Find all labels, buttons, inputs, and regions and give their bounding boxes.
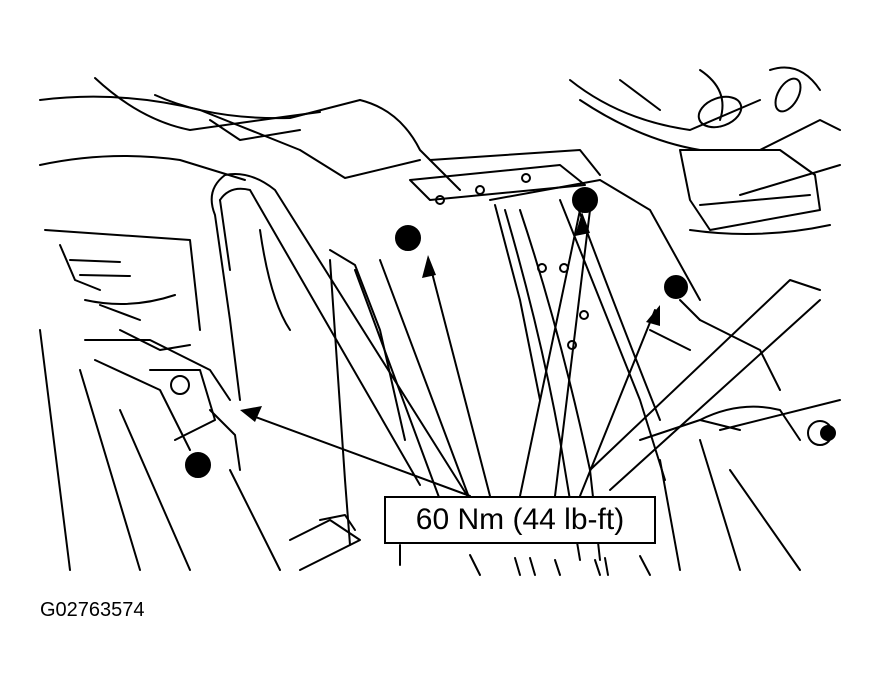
bolt-left xyxy=(186,453,210,477)
arrowhead-center xyxy=(422,255,436,278)
upper-frame-members xyxy=(40,68,840,235)
arrowhead-left xyxy=(240,406,262,422)
figure-id-label: G02763574 xyxy=(40,599,145,621)
torque-callout-label: 60 Nm (44 lb-ft) xyxy=(384,496,656,544)
left-mounting-bracket xyxy=(40,230,360,570)
bolt-top-right xyxy=(573,188,597,212)
diagonal-tube xyxy=(212,174,470,500)
bolt-right xyxy=(665,276,687,298)
arrowhead-right xyxy=(646,305,660,326)
bottom-detail-strokes xyxy=(400,545,650,575)
right-crossing-members xyxy=(590,280,840,570)
bolt-top-center xyxy=(396,226,420,250)
bolt-far-right xyxy=(821,426,835,440)
callout-leader-lines xyxy=(250,210,655,496)
arrowhead-top-right xyxy=(575,212,590,236)
